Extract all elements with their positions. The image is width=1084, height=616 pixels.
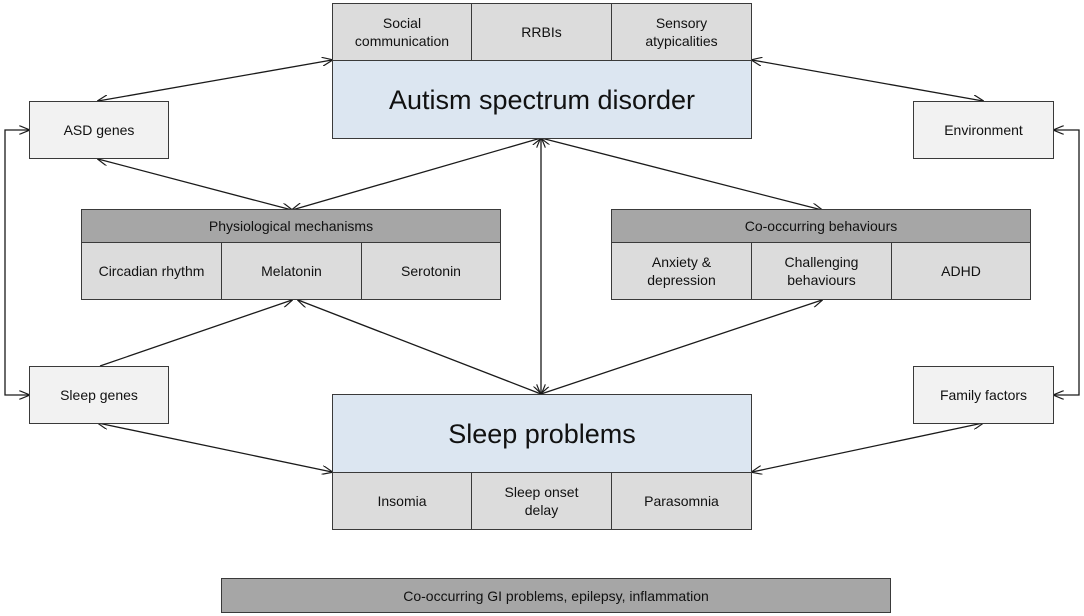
arrow-family-sleep (752, 423, 983, 472)
asd-feature-rrbis: RRBIs (471, 3, 612, 61)
family-factors-box: Family factors (913, 366, 1054, 424)
environment-box: Environment (913, 101, 1054, 159)
arrow-asd-physiological (292, 138, 541, 210)
arrow-asdgenes-physiological (98, 159, 292, 210)
physiological-serotonin: Serotonin (361, 242, 501, 300)
physiological-melatonin: Melatonin (221, 242, 362, 300)
physiological-circadian-rhythm: Circadian rhythm (81, 242, 222, 300)
footer-comorbidities-box: Co-occurring GI problems, epilepsy, infl… (221, 578, 891, 613)
arrow-environment-family (1054, 130, 1080, 395)
arrow-asd-environment (752, 60, 983, 101)
physiological-header: Physiological mechanisms (81, 209, 501, 243)
arrow-asd-asdgenes (98, 60, 332, 101)
sleep-genes-box: Sleep genes (29, 366, 169, 424)
asd-genes-box: ASD genes (29, 101, 169, 159)
behaviours-header: Co-occurring behaviours (611, 209, 1031, 243)
arrow-behaviours-sleep (541, 300, 822, 394)
behaviours-anxiety-depression: Anxiety &depression (611, 242, 752, 300)
asd-main-box: Autism spectrum disorder (332, 60, 752, 139)
arrow-sleepgenes-sleep (98, 423, 332, 472)
arrow-asd-behaviours (541, 138, 822, 210)
sleep-type-insomia: Insomia (332, 472, 472, 530)
arrow-asdgenes-sleepgenes (4, 130, 29, 395)
arrow-sleepgenes-physiological (99, 300, 292, 367)
behaviours-adhd: ADHD (891, 242, 1031, 300)
arrow-physiological-sleep (298, 300, 541, 394)
sleep-type-parasomnia: Parasomnia (611, 472, 752, 530)
sleep-problems-main-box: Sleep problems (332, 394, 752, 473)
